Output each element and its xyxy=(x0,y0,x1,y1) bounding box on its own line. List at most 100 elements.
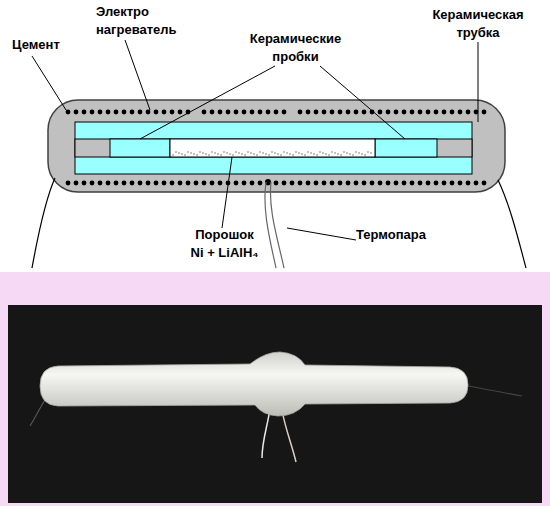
heater-coil-dot xyxy=(426,110,431,115)
powder-grain xyxy=(202,152,203,153)
heater-coil-dot xyxy=(434,181,439,186)
heater-coil-dot xyxy=(178,181,183,186)
powder-grain xyxy=(238,152,239,153)
powder-grain xyxy=(361,153,362,154)
powder-grain xyxy=(223,151,224,152)
heater-coil-dot xyxy=(266,110,271,115)
powder-grain xyxy=(205,153,206,154)
powder-grain xyxy=(292,154,293,155)
powder-grain xyxy=(343,151,344,152)
leader-line xyxy=(320,66,405,139)
heater-coil-dot xyxy=(362,110,367,115)
heater-coil-dot xyxy=(378,110,383,115)
heater-coil-dot xyxy=(450,110,455,115)
heater-coil-dot xyxy=(282,181,287,186)
heater-coil-dot xyxy=(258,110,263,115)
heater-coil-dot xyxy=(146,181,151,186)
powder-grain xyxy=(211,151,212,152)
powder-grain xyxy=(355,151,356,152)
heater-coil-dot xyxy=(106,181,111,186)
powder-grain xyxy=(193,153,194,154)
heater-coil-dot xyxy=(442,110,447,115)
diagram-panel xyxy=(0,0,550,272)
leader-line xyxy=(140,66,275,139)
powder-grain xyxy=(271,151,272,152)
powder-grain xyxy=(244,154,245,155)
heater-coil-dot xyxy=(474,181,479,186)
powder-grain xyxy=(220,154,221,155)
heater-coil-dot xyxy=(234,181,239,186)
heater-coil-dot xyxy=(338,181,343,186)
heater-coil-dot xyxy=(218,110,223,115)
heater-coil-dot xyxy=(418,181,423,186)
heater-coil-dot xyxy=(378,181,383,186)
powder-grain xyxy=(304,154,305,155)
powder-grain xyxy=(370,152,371,153)
powder-grain xyxy=(265,153,266,154)
powder-grain xyxy=(319,151,320,152)
heater-coil-dot xyxy=(202,181,207,186)
powder-grain xyxy=(190,152,191,153)
heater-coil-dot xyxy=(186,181,191,186)
powder-grain xyxy=(289,153,290,154)
powder-grain xyxy=(232,154,233,155)
powder-grain xyxy=(277,153,278,154)
heater-coil-dot xyxy=(170,110,175,115)
powder-grain xyxy=(340,154,341,155)
powder-grain xyxy=(322,152,323,153)
powder-grain xyxy=(187,151,188,152)
powder-grain xyxy=(178,152,179,153)
heater-coil-dot xyxy=(402,181,407,186)
powder-grain xyxy=(256,154,257,155)
powder-grain xyxy=(175,151,176,152)
heater-coil-dot xyxy=(458,181,463,186)
heater-coil-dot xyxy=(418,110,423,115)
heater-coil-dot xyxy=(442,181,447,186)
powder-grain xyxy=(367,151,368,152)
heater-coil-dot xyxy=(362,181,367,186)
heater-coil-dot xyxy=(434,110,439,115)
powder-grain xyxy=(274,152,275,153)
powder-grain xyxy=(346,152,347,153)
powder-grain xyxy=(235,151,236,152)
leader-line xyxy=(222,157,232,228)
heater-coil-dot xyxy=(354,110,359,115)
thermocouple-wire xyxy=(270,182,284,268)
heater-coil-dot xyxy=(82,110,87,115)
heater-coil-dot xyxy=(202,110,207,115)
part-label: Цемент xyxy=(12,36,82,54)
powder-grain xyxy=(334,152,335,153)
heater-coil-dot xyxy=(138,110,143,115)
heater-coil-dot xyxy=(122,181,127,186)
part-label: Керамическая трубка xyxy=(422,6,534,42)
powder-grain xyxy=(298,152,299,153)
powder-grain xyxy=(283,151,284,152)
powder-grain xyxy=(280,154,281,155)
heater-coil-dot xyxy=(106,110,111,115)
photo-background xyxy=(8,305,542,503)
heater-coil-dot xyxy=(274,181,279,186)
powder-grain xyxy=(301,153,302,154)
powder-grain xyxy=(199,151,200,152)
heater-coil-dot xyxy=(114,181,119,186)
photo-reactor xyxy=(40,352,468,416)
powder-grain xyxy=(307,151,308,152)
heater-coil-dot xyxy=(130,110,135,115)
heater-coil-dot xyxy=(250,110,255,115)
powder-grain xyxy=(331,151,332,152)
heater-coil-dot xyxy=(74,110,79,115)
heater-coil-dot xyxy=(290,181,295,186)
heater-coil-dot xyxy=(90,181,95,186)
heater-coil-dot xyxy=(394,181,399,186)
heater-coil-dot xyxy=(386,181,391,186)
powder-grain xyxy=(364,154,365,155)
powder-grain xyxy=(184,154,185,155)
powder-grain xyxy=(337,153,338,154)
photo-wire xyxy=(282,410,296,462)
powder-grain xyxy=(313,153,314,154)
heater-lead xyxy=(498,180,526,268)
heater-coil-dot xyxy=(298,181,303,186)
powder-grain xyxy=(208,154,209,155)
heater-coil-dot xyxy=(282,110,287,115)
